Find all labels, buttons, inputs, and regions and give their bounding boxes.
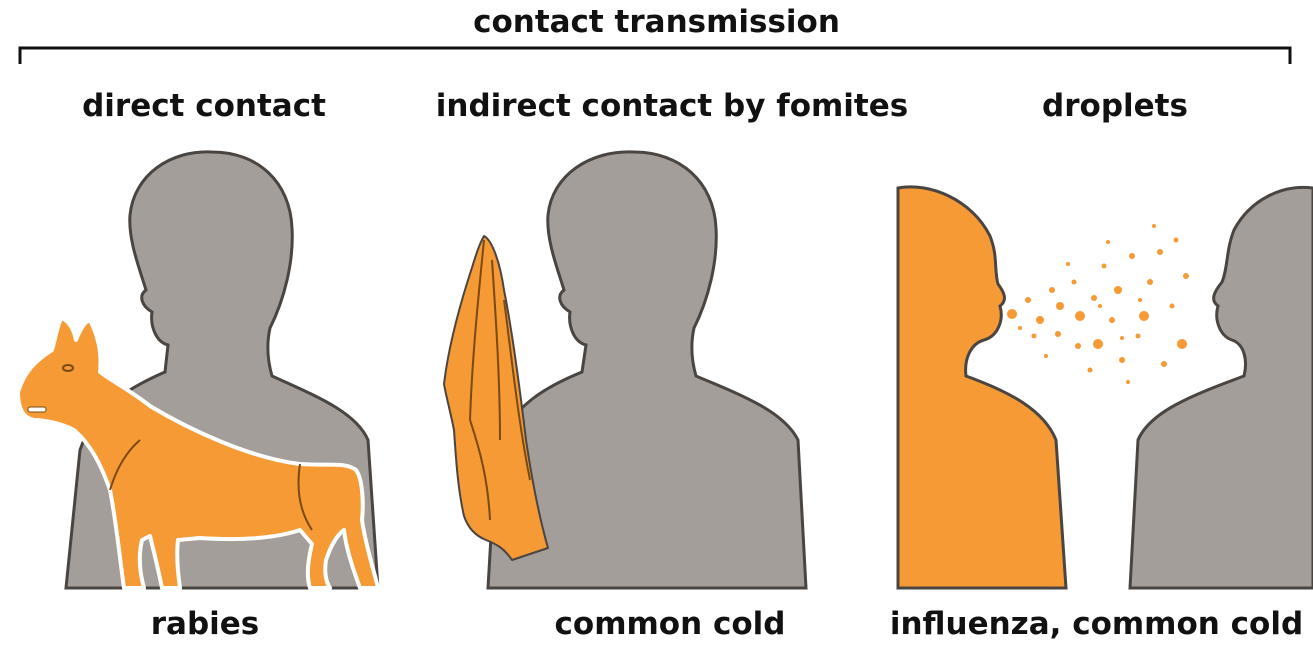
panel-droplets bbox=[898, 187, 1313, 588]
diagram-title: contact transmission bbox=[0, 4, 1313, 40]
person-silhouette-orange bbox=[898, 187, 1066, 588]
droplets-icon bbox=[1007, 224, 1189, 384]
panel-indirect-contact bbox=[444, 152, 806, 588]
disease-label-influenza-common-cold: influenza, common cold bbox=[880, 606, 1313, 642]
panel-direct-contact bbox=[18, 152, 378, 588]
mode-label-indirect-contact: indirect contact by fomites bbox=[426, 88, 918, 124]
disease-label-rabies: rabies bbox=[110, 606, 300, 642]
title-bracket bbox=[20, 48, 1290, 64]
person-silhouette-3 bbox=[1130, 187, 1313, 588]
disease-label-common-cold: common cold bbox=[520, 606, 820, 642]
mode-label-direct-contact: direct contact bbox=[54, 88, 354, 124]
mode-label-droplets: droplets bbox=[1000, 88, 1230, 124]
